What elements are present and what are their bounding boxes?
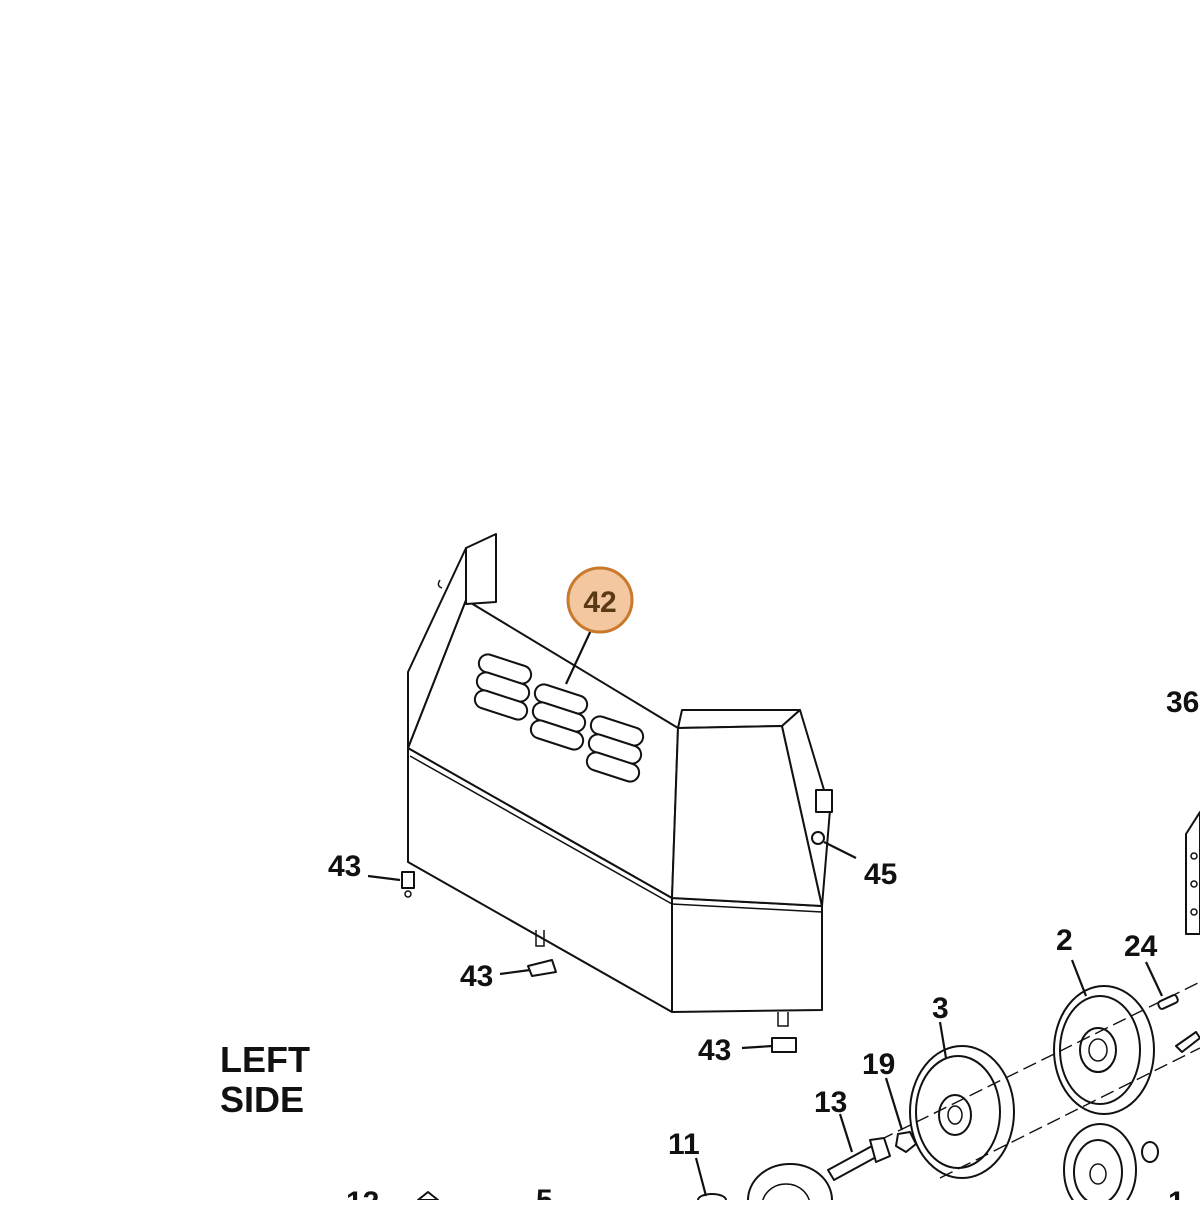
washer bbox=[1141, 1141, 1159, 1163]
callout-42-highlight[interactable]: 42 bbox=[566, 566, 634, 634]
nut-19 bbox=[895, 1131, 917, 1153]
fastener-43-mid bbox=[527, 959, 557, 977]
callout-43-mid: 43 bbox=[460, 960, 493, 993]
callout-45: 45 bbox=[864, 858, 897, 891]
shroud-guard bbox=[401, 533, 833, 1053]
pulley-3 bbox=[909, 1045, 1015, 1179]
callout-43-bottom: 43 bbox=[698, 1034, 731, 1067]
pulley-2 bbox=[1053, 985, 1155, 1115]
hinge-bracket bbox=[815, 789, 833, 813]
leader-lines bbox=[367, 627, 1163, 1197]
callout-11: 11 bbox=[668, 1128, 700, 1161]
callout-2: 2 bbox=[1056, 924, 1073, 957]
side-label-line1: LEFT bbox=[220, 1039, 310, 1080]
fastener-43-left bbox=[401, 871, 415, 889]
vent-slots bbox=[473, 653, 645, 783]
callout-24: 24 bbox=[1124, 930, 1158, 963]
callout-1x-partial: 1 bbox=[1168, 1186, 1185, 1200]
side-label-line2: SIDE bbox=[220, 1079, 304, 1120]
bolt-45 bbox=[811, 831, 825, 845]
bolt-13 bbox=[827, 1137, 891, 1181]
callout-13: 13 bbox=[814, 1086, 847, 1119]
pulley-bottom-center bbox=[747, 1163, 833, 1205]
highlight-circle bbox=[566, 566, 634, 634]
set-screw bbox=[1175, 1031, 1200, 1053]
callout-43-left: 43 bbox=[328, 850, 361, 883]
callout-36: 36 bbox=[1166, 686, 1199, 719]
key-24 bbox=[1157, 994, 1179, 1010]
pulley-lower-right bbox=[1063, 1123, 1137, 1205]
callout-42-label: 42 bbox=[583, 586, 616, 619]
callout-3: 3 bbox=[932, 992, 949, 1025]
guard-right-box bbox=[671, 897, 823, 1013]
callout-12-partial: 12 bbox=[346, 1186, 379, 1200]
fastener-43-bottom bbox=[771, 1037, 797, 1053]
callout-5: 5 bbox=[536, 1184, 553, 1200]
callout-19: 19 bbox=[862, 1048, 895, 1081]
bracket-36 bbox=[1185, 811, 1200, 935]
guard-top-tab bbox=[465, 533, 497, 605]
